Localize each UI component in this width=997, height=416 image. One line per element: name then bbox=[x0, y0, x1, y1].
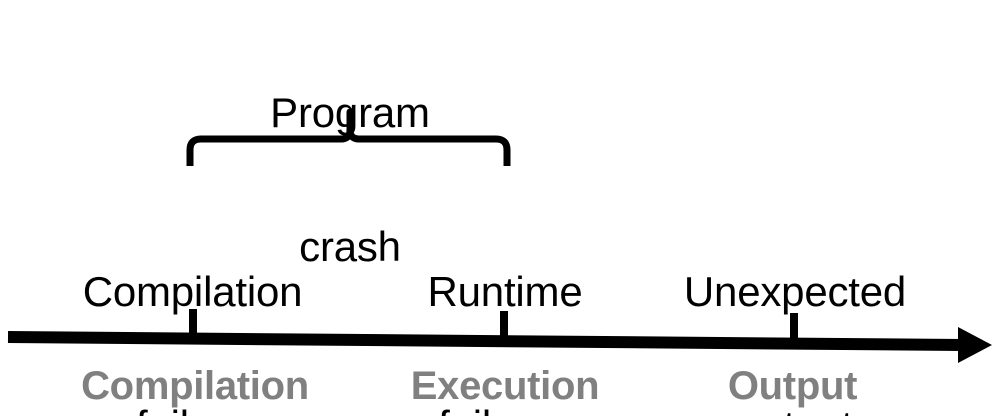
failure-label-line2: output bbox=[665, 403, 925, 416]
stage-label-output: Output bbox=[727, 364, 858, 408]
stage-label-compilation: Compilation bbox=[81, 364, 309, 408]
axis-tick-compilation bbox=[189, 309, 197, 341]
brace-label-line2: crash bbox=[299, 222, 401, 270]
failure-label-line1: Compilation bbox=[82, 268, 303, 316]
failure-label-line1: Runtime bbox=[427, 268, 583, 316]
stage-label-execution: Execution bbox=[410, 364, 600, 408]
failure-label-unexpected-output: Unexpected output bbox=[665, 181, 925, 416]
failure-label-line2: failure bbox=[40, 403, 345, 416]
axis-tick-output bbox=[790, 313, 798, 345]
axis-shaft bbox=[7, 331, 963, 351]
failure-label-line1: Unexpected bbox=[683, 268, 907, 316]
grouping-brace-icon bbox=[186, 108, 511, 166]
failure-label-compilation-failure: Compilation failure bbox=[40, 181, 345, 416]
axis-tick-execution bbox=[500, 311, 508, 343]
axis-arrowhead-icon bbox=[958, 327, 992, 363]
failure-label-runtime-failures: Runtime failures bbox=[380, 181, 630, 416]
brace-label-program-crash: Program crash bbox=[200, 2, 500, 358]
failure-label-line2: failures bbox=[380, 403, 630, 416]
